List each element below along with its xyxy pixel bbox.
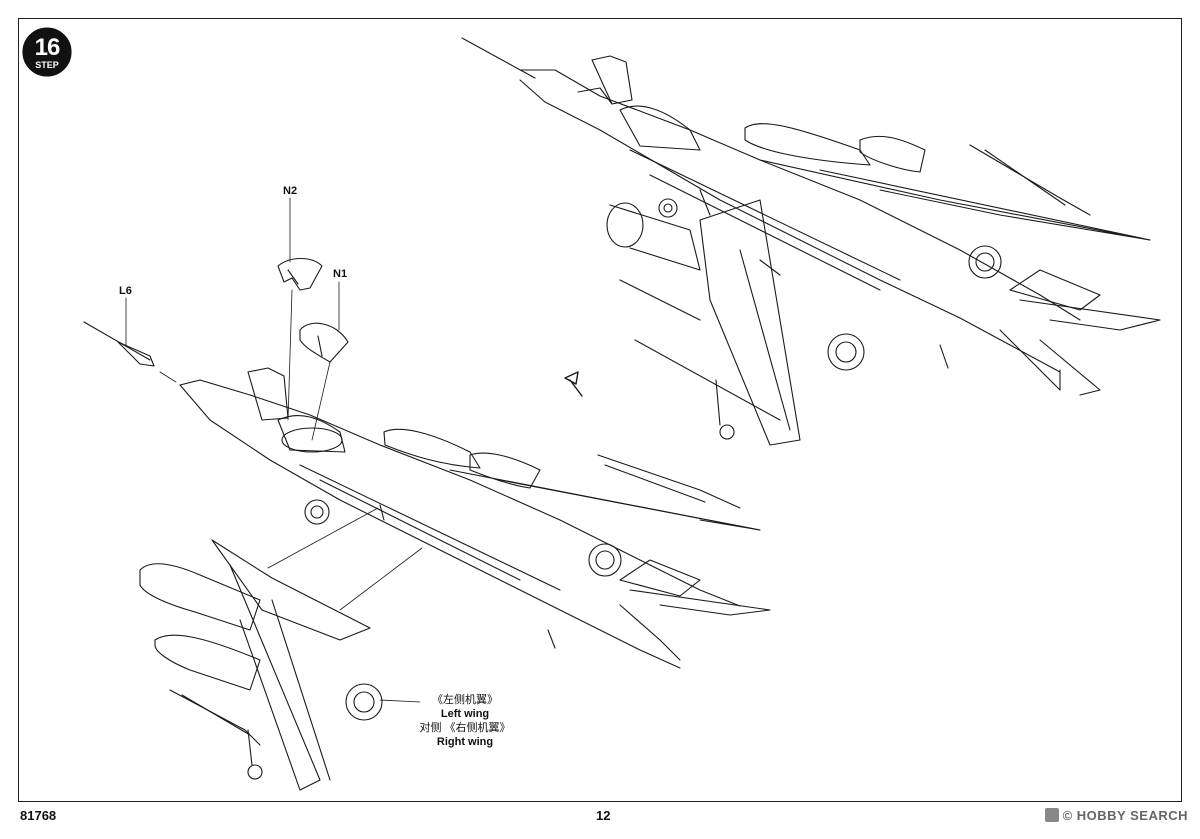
wing-note-cn-left: 《左侧机翼》 (432, 694, 498, 706)
wing-note-en-left: Left wing (440, 708, 490, 720)
wing-note-en-right: Right wing (436, 736, 494, 748)
aircraft-fuselage-assembly (179, 367, 771, 669)
callout-leaders (125, 197, 423, 703)
callout-n1: N1 (333, 268, 348, 280)
wing-note: 《左侧机翼》 Left wing 对侧 《右侧机翼》 Right wing (395, 693, 535, 749)
watermark-symbol: © (1062, 808, 1073, 823)
nose-probe-part-l6 (83, 321, 155, 367)
step-label: STEP (35, 60, 59, 70)
callout-n2: N2 (283, 185, 298, 197)
canopy-part-n2 (277, 257, 323, 291)
wing-note-cn-right: 对侧 《右侧机翼》 (419, 722, 511, 734)
page-number: 12 (596, 808, 611, 823)
watermark-logo-icon (1044, 808, 1059, 822)
canopy-part-n1 (299, 322, 349, 363)
aircraft-completed-view (461, 37, 1161, 446)
step-badge-shape (22, 27, 72, 77)
product-code: 81768 (20, 808, 57, 823)
watermark-text: HOBBY SEARCH (1076, 808, 1188, 823)
step-badge: 16 STEP (22, 30, 72, 80)
direction-arrow-icon (564, 371, 583, 397)
page-border (18, 18, 1182, 802)
step-number: 16 (34, 34, 61, 61)
callout-l6: L6 (119, 285, 132, 297)
watermark: © HOBBY SEARCH (1044, 808, 1188, 823)
wing-subassembly (139, 539, 383, 791)
